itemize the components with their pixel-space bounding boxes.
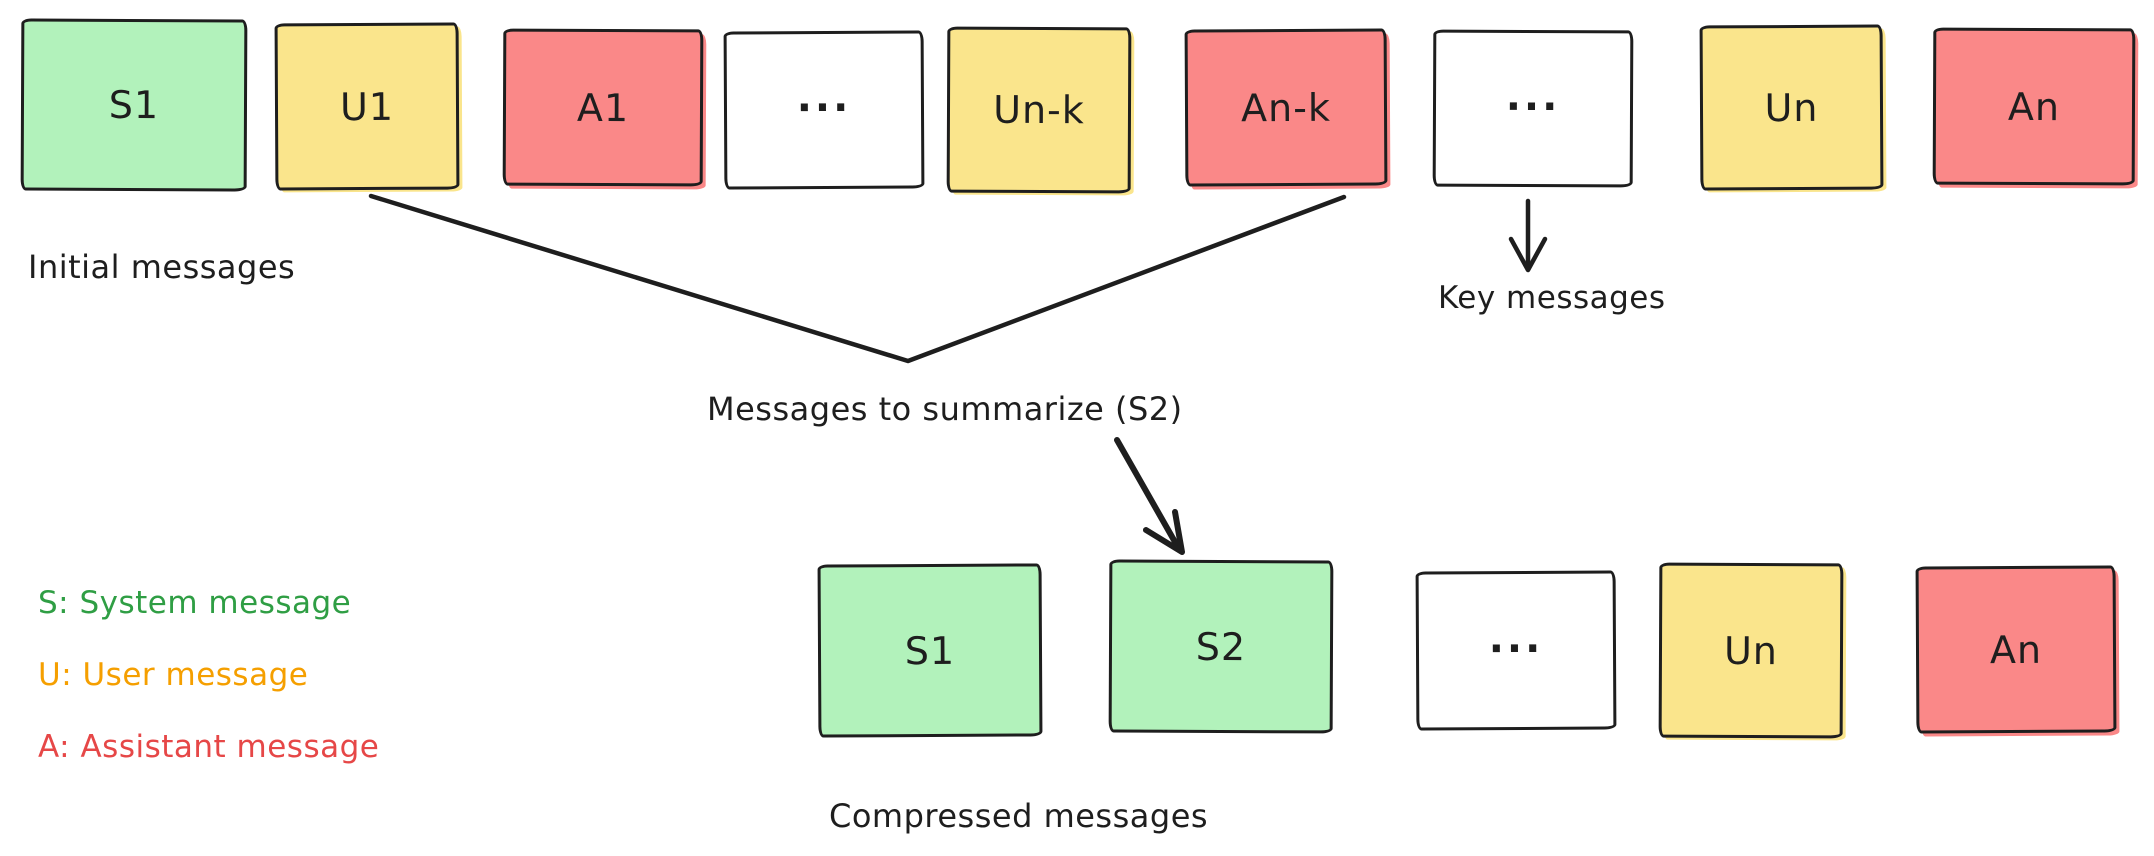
message-box-un-compressed: Un (1658, 562, 1844, 739)
message-box-u1: U1 (274, 22, 460, 191)
summarize-arrowhead (1143, 509, 1185, 555)
ellipsis-label: ... (796, 74, 852, 122)
message-box-label: An (1989, 627, 2043, 672)
message-box-unk: Un-k (946, 26, 1132, 194)
message-box-label: An (2007, 84, 2061, 129)
message-box-an-compressed: An (1915, 565, 2117, 734)
legend-item-user: U: User message (38, 657, 309, 693)
message-box-ellipsis-3: ... (1415, 570, 1617, 731)
message-box-an: An (1932, 27, 2136, 186)
caption-compressed-messages: Compressed messages (829, 797, 1209, 835)
message-box-label: A1 (576, 85, 630, 130)
message-box-ellipsis-2: ... (1432, 29, 1634, 188)
summarize-arrow (1114, 437, 1182, 552)
message-box-ank: An-k (1184, 28, 1388, 187)
message-box-label: U1 (339, 84, 395, 129)
message-box-a1: A1 (502, 28, 704, 187)
ellipsis-label: ... (1488, 615, 1544, 662)
message-box-label: Un (1723, 628, 1779, 673)
message-box-label: An-k (1240, 85, 1332, 130)
message-box-ellipsis-1: ... (723, 30, 925, 190)
message-box-label: Un-k (993, 87, 1085, 133)
message-box-label: S1 (904, 628, 956, 673)
message-box-label: S2 (1195, 624, 1247, 669)
legend-item-system: S: System message (38, 585, 352, 621)
ellipsis-label: ... (1505, 73, 1561, 120)
label-key-messages: Key messages (1438, 280, 1666, 316)
message-box-s1: S1 (20, 18, 248, 192)
message-box-label: Un (1764, 85, 1819, 130)
message-box-label: S1 (108, 82, 160, 128)
summarize-bracket-line (368, 193, 1347, 364)
key-messages-arrowhead (1508, 236, 1548, 273)
message-box-s2: S2 (1108, 559, 1334, 734)
message-box-s1-compressed: S1 (817, 563, 1043, 738)
caption-initial-messages: Initial messages (28, 248, 296, 286)
legend-item-assistant: A: Assistant message (38, 729, 380, 765)
message-box-un: Un (1699, 24, 1884, 191)
label-messages-to-summarize: Messages to summarize (S2) (707, 390, 1183, 428)
